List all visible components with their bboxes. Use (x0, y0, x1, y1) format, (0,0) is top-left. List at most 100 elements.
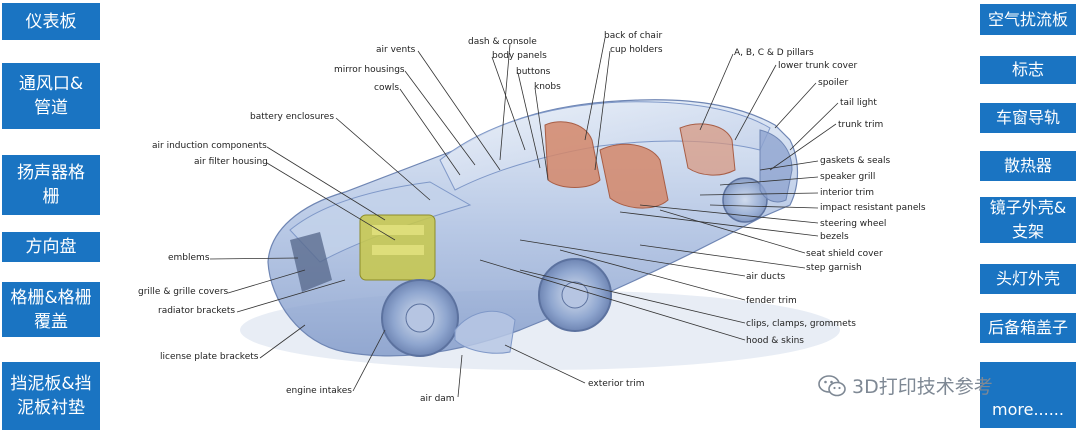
grille-cover-button[interactable]: 格栅&格栅 覆盖 (2, 282, 100, 337)
leader-engine-intakes (352, 329, 386, 392)
label-air-filter: air filter housing (194, 157, 268, 167)
label-mirror-housings: mirror housings (334, 65, 405, 75)
leader-cowls (399, 88, 461, 176)
leader-speaker-grill (719, 176, 819, 186)
label-seat-shield: seat shield cover (806, 249, 883, 259)
label-body-panels: body panels (492, 51, 547, 61)
leader-trunk-trim (769, 123, 837, 171)
more-button[interactable]: more...... (980, 362, 1076, 428)
label-impact-panels: impact resistant panels (820, 203, 926, 213)
leader-air-induction (266, 146, 386, 221)
driver-seat (599, 143, 669, 209)
fender-liner-button-label: 挡泥板&挡 泥板衬垫 (10, 374, 92, 418)
label-knobs: knobs (534, 82, 561, 92)
leader-air-ducts (519, 239, 746, 277)
label-step-garnish: step garnish (806, 263, 862, 273)
vents-ducts-button[interactable]: 通风口& 管道 (2, 63, 100, 129)
label-fender-trim: fender trim (746, 296, 797, 306)
label-engine-intakes: engine intakes (286, 386, 352, 396)
label-hood-skins: hood & skins (746, 336, 804, 346)
dashboard-button-label: 仪表板 (25, 11, 77, 32)
leader-cup-holders (594, 50, 611, 171)
label-lower-trunk: lower trunk cover (778, 61, 857, 71)
label-grille: grille & grille covers (138, 287, 229, 297)
leader-seat-shield (659, 209, 806, 254)
speaker-grill-button-label: 扬声器格 栅 (17, 163, 85, 207)
label-exterior-trim: exterior trim (588, 379, 645, 389)
label-bezels: bezels (820, 232, 849, 242)
label-steering-wheel: steering wheel (820, 219, 886, 229)
label-cowls: cowls (374, 83, 399, 93)
speaker-grill-button[interactable]: 扬声器格 栅 (2, 155, 100, 215)
mirror-housing-button[interactable]: 镜子外壳& 支架 (980, 197, 1076, 243)
label-tail-light: tail light (840, 98, 877, 108)
leader-grille (227, 269, 306, 294)
spoiler-button-label: 空气扰流板 (987, 9, 1068, 29)
vents-ducts-button-label: 通风口& 管道 (18, 74, 84, 118)
label-air-ducts: air ducts (746, 272, 785, 282)
leader-buttons (517, 72, 541, 169)
label-air-dam: air dam (420, 394, 455, 404)
label-dash-console: dash & console (468, 37, 537, 47)
radiator-button[interactable]: 散热器 (980, 151, 1076, 181)
rear-wheel-hub (561, 281, 589, 309)
far-rear-wheel (722, 177, 768, 223)
radiator-button-label: 散热器 (1003, 156, 1052, 175)
leader-tail-light (789, 102, 839, 151)
more-button-label: more...... (992, 400, 1064, 419)
leader-battery-enclosures (335, 117, 431, 201)
leader-spoiler (774, 82, 817, 129)
leader-clips (519, 269, 746, 324)
leader-back-of-chair (584, 37, 606, 141)
window-guide-button[interactable]: 车窗导轨 (980, 103, 1076, 133)
headlight-housing-button[interactable]: 头灯外壳 (980, 264, 1076, 294)
leader-fender-trim (559, 249, 746, 301)
label-battery-enclosures: battery enclosures (250, 112, 334, 122)
label-pillars: A, B, C & D pillars (734, 48, 814, 58)
leader-mirror-housings (404, 70, 476, 166)
leader-air-vents (417, 50, 501, 171)
label-clips: clips, clamps, grommets (746, 319, 856, 329)
steering-wheel-button-label: 方向盘 (25, 237, 77, 257)
watermark-text: 3D打印技术参考 (852, 376, 993, 398)
leader-steering-wheel (639, 204, 819, 224)
emblem-button[interactable]: 标志 (980, 56, 1076, 84)
steering-wheel-button[interactable]: 方向盘 (2, 232, 100, 262)
trunk-lid-button-label: 后备箱盖子 (987, 318, 1068, 337)
leader-gaskets (759, 160, 819, 171)
leader-bezels (619, 211, 819, 237)
headlight-housing-button-label: 头灯外壳 (995, 269, 1060, 288)
leader-step-garnish (639, 244, 806, 269)
fender-liner-button[interactable]: 挡泥板&挡 泥板衬垫 (2, 362, 100, 430)
label-trunk-trim: trunk trim (838, 120, 883, 130)
label-buttons: buttons (516, 67, 551, 77)
emblem-button-label: 标志 (1011, 60, 1044, 79)
leader-emblems (209, 257, 299, 260)
watermark: 3D打印技术参考 (818, 372, 993, 399)
engine-detail-2 (372, 245, 424, 255)
label-cup-holders: cup holders (610, 45, 663, 55)
label-radiator: radiator brackets (158, 306, 235, 316)
label-interior-trim: interior trim (820, 188, 874, 198)
rear-seat (679, 123, 736, 176)
window-guide-button-label: 车窗导轨 (995, 108, 1060, 127)
leader-lower-trunk (734, 64, 777, 141)
label-license-plate: license plate brackets (160, 352, 259, 362)
label-spoiler: spoiler (818, 78, 848, 88)
label-air-induction: air induction components (152, 141, 267, 151)
leader-dash-console (499, 43, 511, 161)
leader-exterior-trim (504, 344, 586, 384)
dashboard-button[interactable]: 仪表板 (2, 3, 100, 40)
label-speaker-grill: speaker grill (820, 172, 875, 182)
label-back-of-chair: back of chair (604, 31, 662, 41)
leader-impact-panels (709, 204, 819, 209)
trunk-lid-button[interactable]: 后备箱盖子 (980, 313, 1076, 343)
car-illustration (240, 99, 840, 370)
spoiler-button[interactable]: 空气扰流板 (980, 4, 1076, 35)
label-emblems: emblems (168, 253, 210, 263)
leader-air-dam (457, 354, 463, 398)
grille-cover-button-label: 格栅&格栅 覆盖 (10, 287, 92, 332)
leader-interior-trim (699, 192, 819, 196)
mirror-housing-button-label: 镜子外壳& 支架 (989, 198, 1067, 241)
